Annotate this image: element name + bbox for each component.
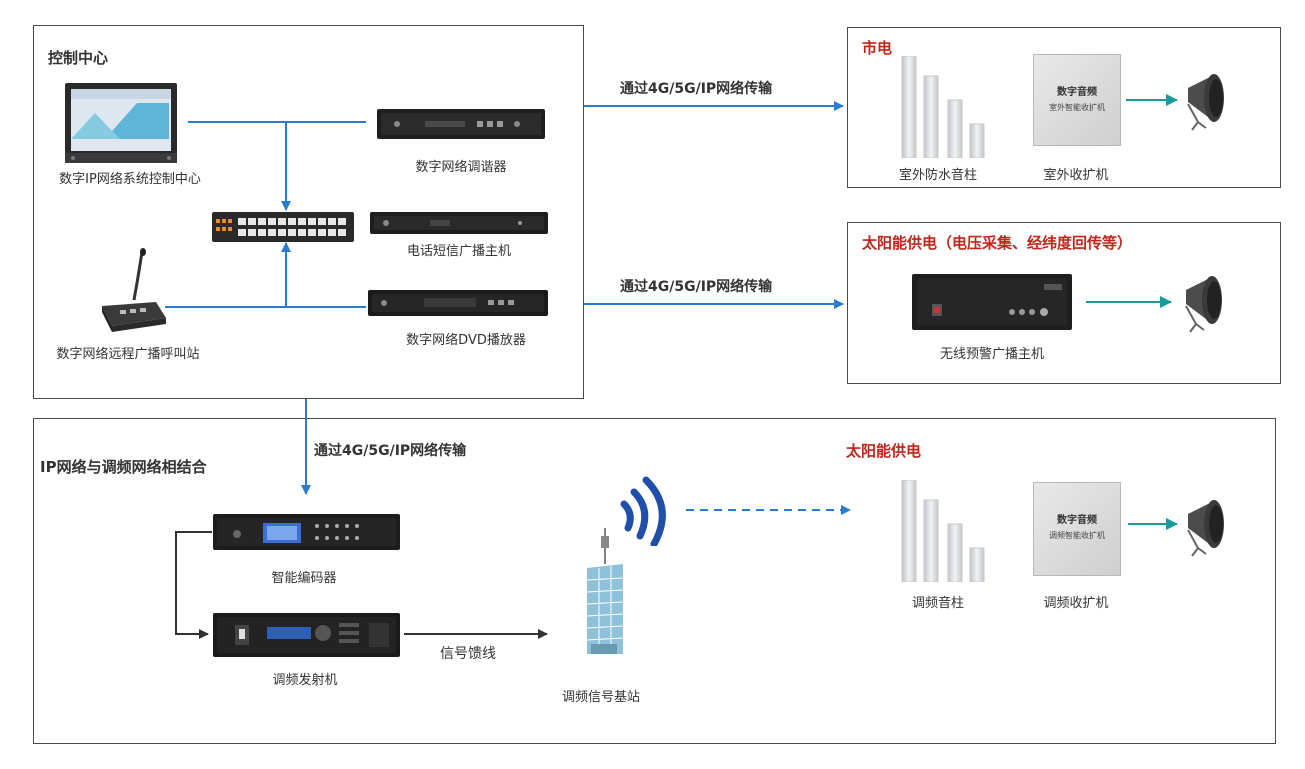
city-power-title: 市电 <box>862 39 893 57</box>
monitor-icon <box>65 83 177 163</box>
encoder-label: 智能编码器 <box>271 571 337 586</box>
wireless-signal-icon <box>620 476 666 546</box>
dvd-player-label: 数字网络DVD播放器 <box>406 333 526 348</box>
cabinet-text-bottom: 室外智能收扩机 <box>1049 103 1105 112</box>
alarm-host-icon <box>912 274 1072 330</box>
fm-solar-title: 太阳能供电 <box>846 442 922 460</box>
cabinet-icon: 数字音频 室外智能收扩机 <box>1033 54 1121 146</box>
microphone-icon <box>102 248 166 332</box>
solar-power-frame <box>847 222 1281 384</box>
system-control-label: 数字IP网络系统控制中心 <box>59 172 201 187</box>
cabinet-icon: 数字音频 调频智能收扩机 <box>1033 482 1121 576</box>
transmitter-icon <box>213 613 400 657</box>
fm-speakers-label: 调频音柱 <box>911 596 965 611</box>
column-speaker-icon <box>901 480 985 582</box>
tuner-label: 数字网络调谐器 <box>415 160 507 175</box>
tuner-icon <box>377 109 545 139</box>
sms-host-icon <box>370 212 548 234</box>
encoder-icon <box>213 514 400 550</box>
solar-power-title: 太阳能供电（电压采集、经纬度回传等） <box>862 234 1133 252</box>
column-speaker-icon <box>901 56 985 158</box>
feeder-label: 信号馈线 <box>440 646 496 662</box>
horn-speaker-icon <box>1187 74 1224 131</box>
upper-link-label: 通过4G/5G/IP网络传输 <box>620 81 773 97</box>
cabinet-text-top: 数字音频 <box>1057 515 1097 526</box>
horn-speaker-icon <box>1185 276 1222 333</box>
fm-amplifier-label: 调频收扩机 <box>1043 596 1109 611</box>
transmitter-label: 调频发射机 <box>272 673 338 688</box>
horn-speaker-icon <box>1187 500 1224 557</box>
cabinet-text-top: 数字音频 <box>1057 87 1097 98</box>
column-speakers-label: 室外防水音柱 <box>898 168 978 183</box>
fm-section-frame <box>33 418 1276 744</box>
encoder-to-transmitter <box>175 531 212 639</box>
base-station-label: 调频信号基站 <box>561 690 641 705</box>
switch-icon <box>212 212 354 242</box>
fm-section-title: IP网络与调频网络相结合 <box>40 458 207 476</box>
control-center-title: 控制中心 <box>48 49 109 67</box>
amplifier-label: 室外收扩机 <box>1043 168 1109 183</box>
middle-link-label: 通过4G/5G/IP网络传输 <box>620 279 773 295</box>
antenna-tower-icon <box>586 528 624 654</box>
cabinet-text-bottom: 调频智能收扩机 <box>1049 531 1105 540</box>
dvd-player-icon <box>368 290 548 316</box>
city-power-frame <box>847 27 1281 188</box>
paging-station-label: 数字网络远程广播呼叫站 <box>56 347 200 362</box>
lower-link-label: 通过4G/5G/IP网络传输 <box>314 443 467 459</box>
sms-host-label: 电话短信广播主机 <box>406 244 512 259</box>
alarm-host-label: 无线预警广播主机 <box>939 347 1045 362</box>
control-center-frame <box>33 25 584 399</box>
